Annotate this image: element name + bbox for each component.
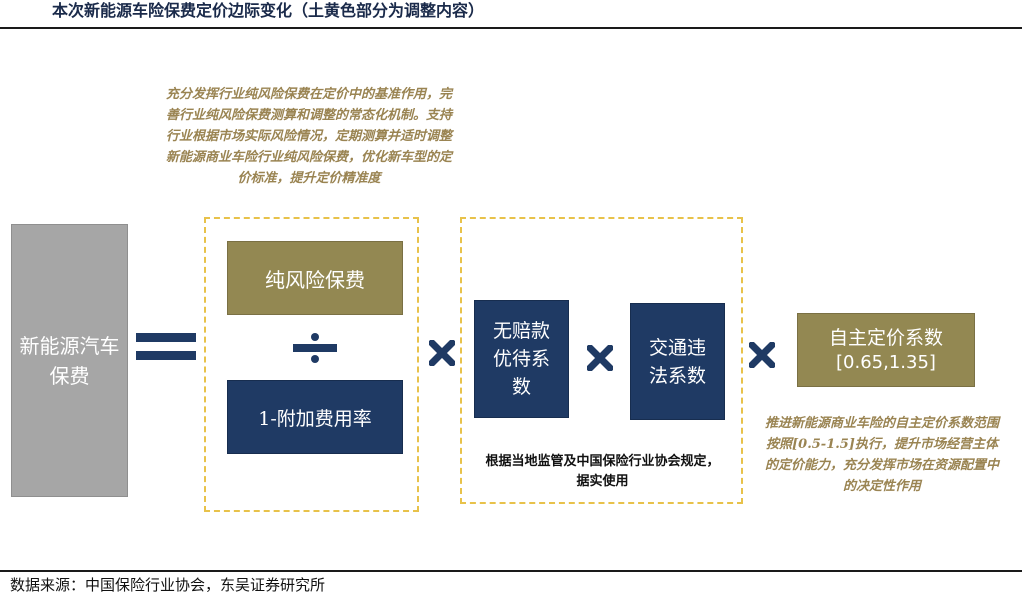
coefficient-group <box>460 217 743 504</box>
multiply-icon <box>587 345 613 371</box>
equals-icon <box>136 333 196 360</box>
expense-ratio-box: 1-附加费用率 <box>227 380 403 454</box>
page-title: 本次新能源车险保费定价边际变化（土黄色部分为调整内容） <box>52 1 485 20</box>
ncd-coefficient-label: 无赔款优待系数 <box>492 320 550 398</box>
pure-premium-label: 纯风险保费 <box>265 267 365 292</box>
traffic-violation-box: 交通违法系数 <box>630 303 725 420</box>
multiply-icon <box>429 340 455 366</box>
new-energy-premium-box: 新能源汽车保费 <box>11 224 128 497</box>
traffic-violation-label: 交通违法系数 <box>648 336 706 387</box>
autonomous-pricing-range: [0.65,1.35] <box>836 352 936 373</box>
pure-premium-group <box>204 217 419 512</box>
expense-ratio-label: 1-附加费用率 <box>258 407 372 430</box>
top-divider <box>0 27 1022 29</box>
autonomous-pricing-note: 推进新能源商业车险的自主定价系数范围按照[0.5-1.5]执行，提升市场经营主体… <box>764 416 999 494</box>
source-text: 数据来源：中国保险行业协会，东吴证券研究所 <box>10 576 326 594</box>
bottom-divider <box>0 570 1022 572</box>
multiply-icon <box>749 342 775 368</box>
new-energy-premium-label: 新能源汽车保费 <box>19 333 120 388</box>
pure-premium-box: 纯风险保费 <box>227 241 403 315</box>
autonomous-pricing-label: 自主定价系数 <box>828 327 943 349</box>
coefficient-note: 根据当地监管及中国保险行业协会规定，据实使用 <box>485 454 720 489</box>
autonomous-pricing-box: 自主定价系数 [0.65,1.35] <box>797 313 975 387</box>
pure-premium-note: 充分发挥行业纯风险保费在定价中的基准作用，完善行业纯风险保费测算和调整的常态化机… <box>165 87 452 186</box>
divide-icon <box>293 333 337 363</box>
ncd-coefficient-box: 无赔款优待系数 <box>474 300 569 418</box>
